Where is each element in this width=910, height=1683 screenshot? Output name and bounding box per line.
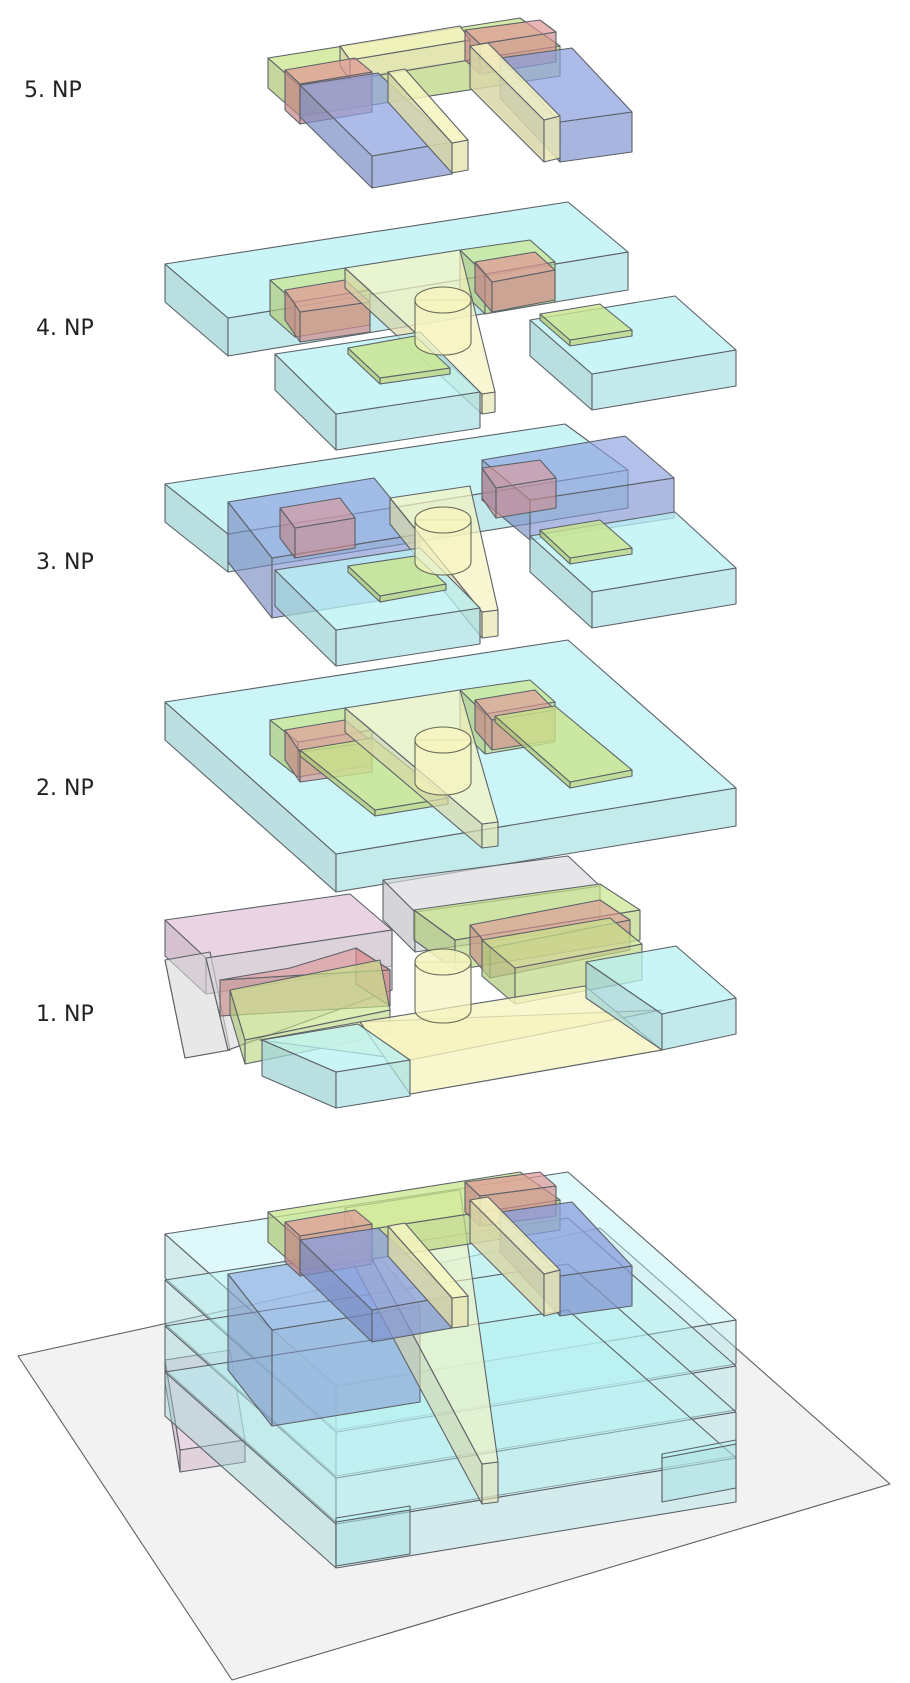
- asm-top-blue-left: [299, 1227, 453, 1343]
- 1np-stair-cylinder-body: [414, 961, 472, 1024]
- asm-top-corridor-left: [387, 1222, 469, 1329]
- 5np-corridor-right-top-face: [469, 42, 561, 121]
- 4np-corridor-front-face: [481, 391, 496, 415]
- asm-top-corridor-left-front-face: [451, 1295, 469, 1329]
- 3np-red-left: [279, 497, 356, 559]
- 5np-blue-left: [299, 72, 453, 189]
- 1np-cyan-right-top-face: [585, 945, 737, 1015]
- 2np-green-leg-right: [494, 705, 633, 789]
- 1np-cyan-front-top-face: [261, 1023, 411, 1073]
- floor-label-5np: 5. NP: [24, 78, 82, 103]
- 4np-red-right-top-face: [474, 251, 556, 283]
- floor-label-4np: 4. NP: [36, 316, 94, 341]
- 4np-red-right: [474, 251, 556, 313]
- 1np-stair-cylinder-top: [414, 948, 472, 976]
- 5np-corridor-left-top-face: [387, 68, 469, 144]
- asm-top-corridor-right-top-face: [469, 1196, 561, 1275]
- asm-leg-front: [335, 1505, 411, 1567]
- 4np-stair-cylinder-body: [414, 299, 472, 356]
- 2np-stair-cylinder-top: [414, 726, 472, 754]
- floor-label-3np: 3. NP: [36, 550, 94, 575]
- 5np-red-block-right-top-face: [464, 19, 557, 45]
- 1np-cyan-right: [585, 945, 737, 1051]
- 2np-stair-cylinder: [414, 726, 472, 796]
- asm-leg-right: [661, 1439, 737, 1503]
- 1np-stair-cylinder: [414, 948, 472, 1024]
- 5np-red-block-left-top-face: [284, 57, 373, 85]
- asm-pink-base: [164, 1349, 246, 1473]
- asm-top-corridor-right-front-face: [543, 1269, 561, 1317]
- 5np-corridor-left-front-face: [451, 139, 469, 174]
- 1np-green-right-top-face: [481, 917, 643, 969]
- 2np-corridor-front-face: [481, 821, 499, 849]
- floor-5np-model: [267, 17, 633, 189]
- floor-2np-model: [164, 639, 737, 893]
- asm-top-corridor-right: [469, 1196, 561, 1317]
- 4np-green-patch-right-top-face: [539, 303, 633, 341]
- 3np-stair-cylinder-body: [414, 519, 472, 576]
- 5np-corridor-left: [387, 68, 469, 174]
- 3np-green-patch-right-top-face: [539, 519, 633, 559]
- 1np-green-left-top-face: [229, 959, 391, 1041]
- floor-3np-model: [164, 423, 737, 667]
- asm-corridor-front-face: [481, 1461, 499, 1505]
- 4np-stair-cylinder: [414, 286, 472, 356]
- 4np-stair-cylinder-top: [414, 286, 472, 314]
- 4np-green-patch-right: [539, 303, 633, 347]
- 5np-corridor-right-front-face: [543, 115, 561, 163]
- 2np-green-leg-right-top-face: [494, 705, 633, 783]
- 1np-cyan-front: [261, 1023, 411, 1109]
- floor-label-1np: 1. NP: [36, 1002, 94, 1027]
- 3np-red-right: [481, 459, 557, 519]
- 3np-green-patch-right: [539, 519, 633, 565]
- 5np-corridor-right: [469, 42, 561, 163]
- asm-top-red-left-top-face: [284, 1209, 373, 1237]
- floor-1np-model: [164, 855, 737, 1109]
- 3np-red-left-top-face: [279, 497, 356, 529]
- 2np-stair-cylinder-body: [414, 739, 472, 796]
- asm-leg-front-top-face: [335, 1505, 411, 1523]
- assembled-building-model: [164, 1171, 737, 1569]
- floor-label-2np: 2. NP: [36, 776, 94, 801]
- 3np-red-right-top-face: [481, 459, 557, 489]
- asm-leg-right-top-face: [661, 1439, 737, 1459]
- floor-4np-model: [164, 201, 737, 451]
- asm-top-corridor-left-top-face: [387, 1222, 469, 1299]
- 3np-stair-cylinder: [414, 506, 472, 576]
- asm-top-red-right-top-face: [464, 1171, 557, 1197]
- 3np-corridor-front-face: [481, 609, 499, 639]
- 3np-stair-cylinder-top: [414, 506, 472, 534]
